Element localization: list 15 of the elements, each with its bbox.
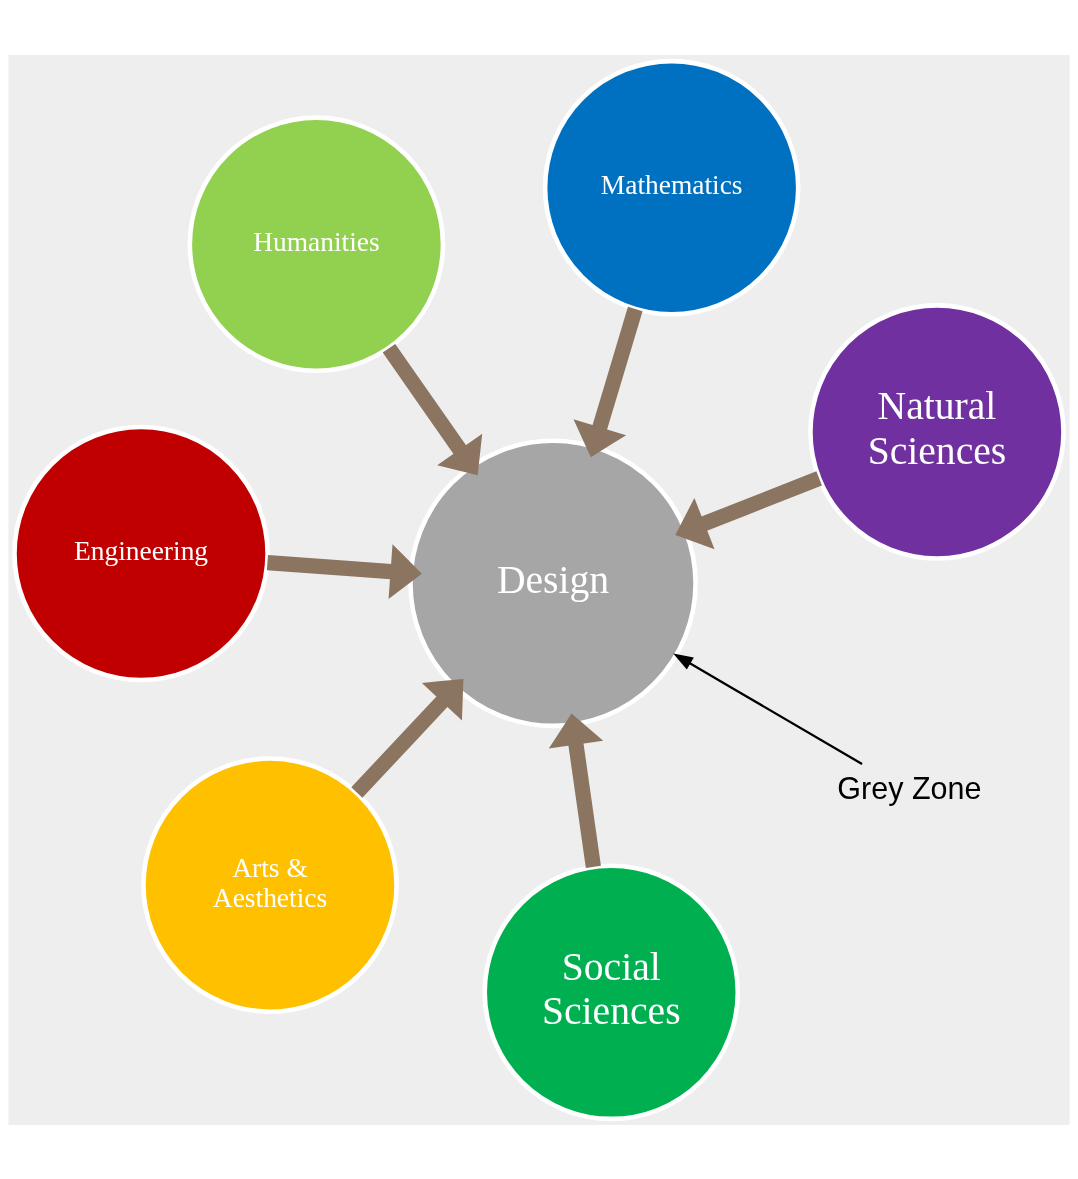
node-circle: Arts & Aesthetics — [141, 755, 399, 1014]
node-text: Grey Zone — [837, 770, 982, 805]
arrow — [351, 678, 464, 798]
arrow — [573, 306, 643, 457]
node-circle: Engineering — [12, 424, 270, 682]
node-circle: Design — [408, 437, 698, 728]
arrow — [382, 343, 483, 475]
arrow — [675, 470, 822, 549]
arrow — [673, 653, 863, 765]
node-circle: Mathematics — [542, 58, 801, 316]
node-circle: Social Sciences — [482, 863, 741, 1121]
node-circle: Natural Sciences — [808, 302, 1066, 561]
node-circle: Humanities — [187, 114, 446, 373]
arrow — [548, 713, 604, 868]
arrow — [266, 543, 422, 599]
